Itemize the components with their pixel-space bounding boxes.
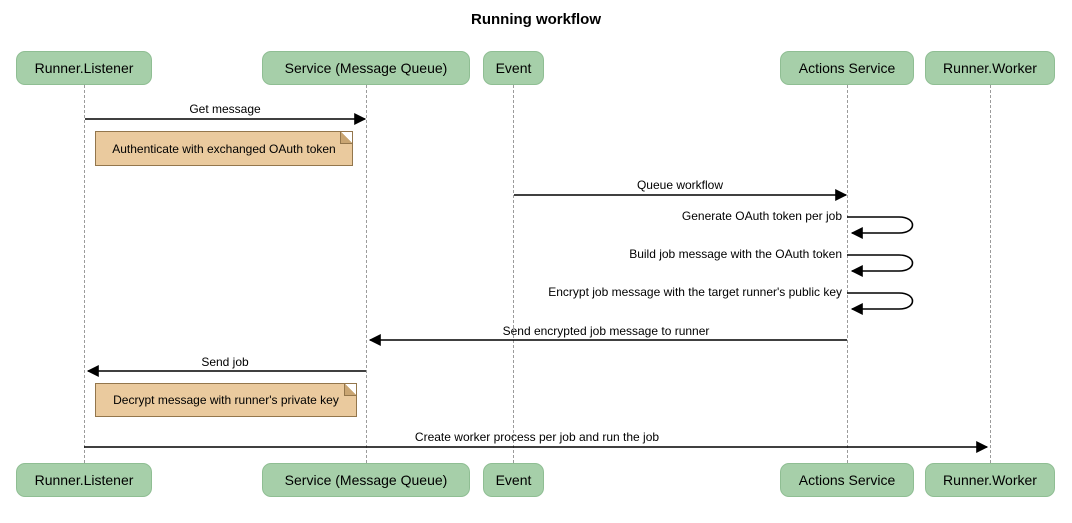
note-fold-icon [344, 384, 356, 396]
message-label-create-worker-process: Create worker process per job and run th… [414, 430, 660, 444]
actor-bottom-service-message-queue: Service (Message Queue) [262, 463, 470, 497]
lifeline-event [513, 85, 514, 463]
note-authenticate-oauth-text: Authenticate with exchanged OAuth token [112, 141, 336, 156]
actor-bottom-runner-worker: Runner.Worker [925, 463, 1055, 497]
lifeline-service-message-queue [366, 85, 367, 463]
actor-top-event: Event [483, 51, 544, 85]
lifeline-actions-service [847, 85, 848, 463]
message-label-build-job-message: Build job message with the OAuth token [629, 247, 842, 261]
message-label-send-job: Send job [201, 355, 249, 369]
actor-bottom-event: Event [483, 463, 544, 497]
note-decrypt-message: Decrypt message with runner's private ke… [95, 383, 357, 417]
message-label-get-message: Get message [189, 102, 261, 116]
diagram-title: Running workflow [471, 11, 601, 28]
actor-bottom-actions-service: Actions Service [780, 463, 914, 497]
arrow-self-generate-oauth-token [847, 216, 914, 239]
actor-bottom-runner-listener: Runner.Listener [16, 463, 152, 497]
actor-top-service-message-queue: Service (Message Queue) [262, 51, 470, 85]
message-label-generate-oauth-token: Generate OAuth token per job [681, 209, 842, 223]
message-label-queue-workflow: Queue workflow [636, 178, 724, 192]
actor-top-runner-listener: Runner.Listener [16, 51, 152, 85]
actor-top-runner-worker: Runner.Worker [925, 51, 1055, 85]
note-fold-icon [340, 132, 352, 144]
lifeline-runner-worker [990, 85, 991, 463]
note-decrypt-message-text: Decrypt message with runner's private ke… [113, 393, 339, 407]
note-authenticate-oauth: Authenticate with exchanged OAuth token [95, 131, 353, 166]
message-label-send-encrypted-job: Send encrypted job message to runner [502, 324, 710, 338]
arrow-self-build-job-message [847, 254, 914, 277]
arrow-self-encrypt-job-message [847, 292, 914, 315]
actor-top-actions-service: Actions Service [780, 51, 914, 85]
lifeline-runner-listener [84, 85, 85, 463]
message-label-encrypt-job-message: Encrypt job message with the target runn… [548, 285, 842, 299]
